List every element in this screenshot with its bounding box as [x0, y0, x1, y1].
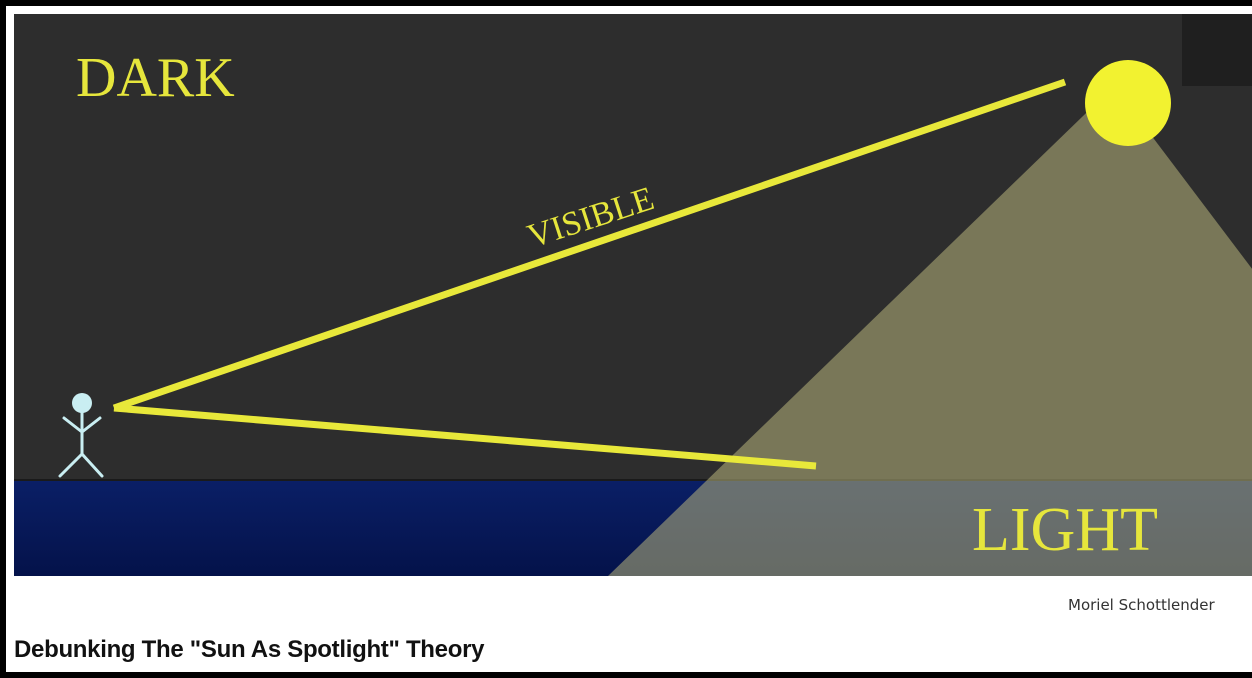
image-caption: Debunking The "Sun As Spotlight" Theory: [14, 636, 485, 663]
expand-arrows-icon: [1182, 14, 1252, 576]
expand-button[interactable]: [1182, 14, 1252, 86]
label-dark: DARK: [76, 47, 235, 109]
sun: [1085, 60, 1171, 146]
image-credit: Moriel Schottlender: [1068, 596, 1215, 614]
sight-line-to-ground: [113, 404, 817, 470]
label-light: LIGHT: [972, 496, 1158, 564]
spotlight-cone: [608, 86, 1252, 576]
sight-line-to-sun: [112, 78, 1067, 412]
spotlight-diagram: DARK LIGHT VISIBLE: [14, 14, 1252, 576]
observer-figure: [58, 393, 104, 478]
diagram-canvas: DARK LIGHT VISIBLE: [14, 14, 1252, 576]
